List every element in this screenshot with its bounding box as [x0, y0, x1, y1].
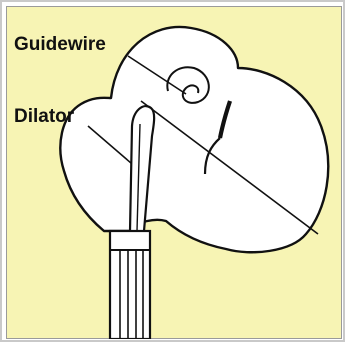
- guidewire-label: Guidewire: [14, 35, 106, 54]
- heart-outline: [60, 27, 328, 252]
- dilator-label: Dilator: [14, 107, 74, 126]
- sheath: [110, 231, 150, 339]
- heart-dilator-diagram: [6, 6, 342, 339]
